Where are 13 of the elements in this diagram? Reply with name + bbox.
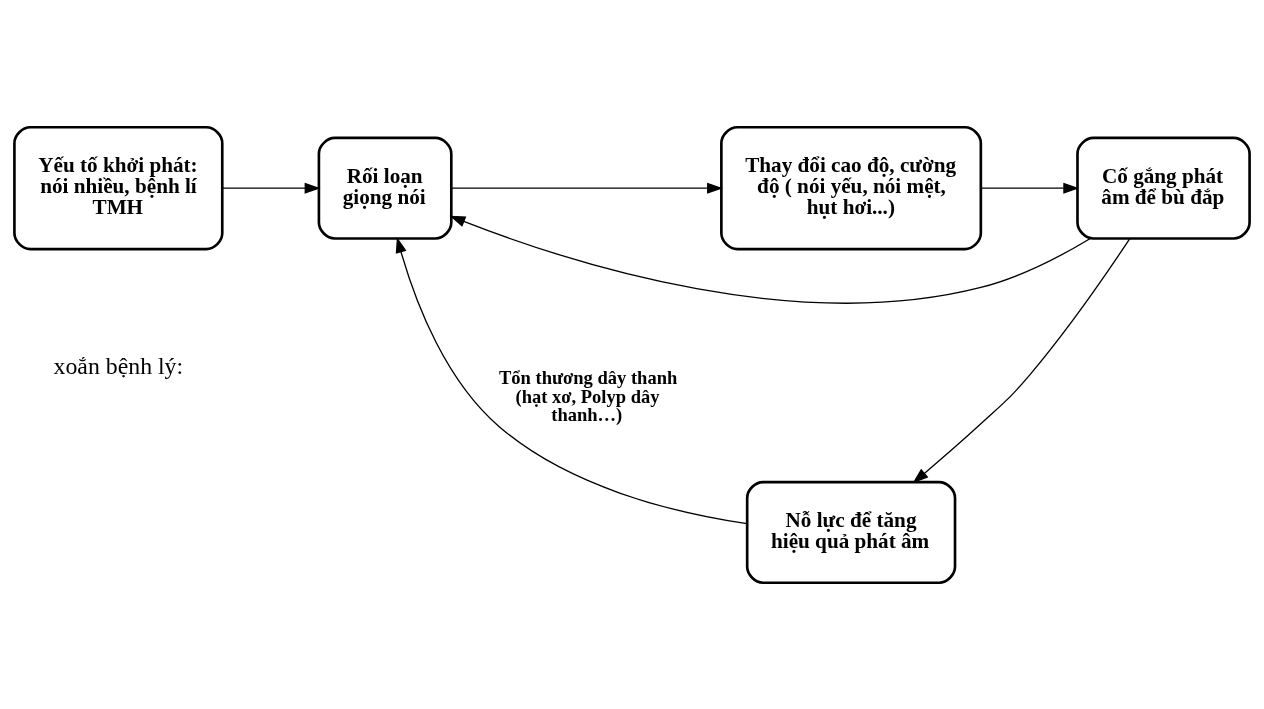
node-box: Yếu tố khởi phát: nói nhiều, bệnh lí TMH — [13, 125, 224, 250]
arrow — [395, 236, 748, 524]
node-box: Nỗ lực để tăng hiệu quả phát âm — [745, 480, 957, 584]
node-box: Cố gắng phát âm để bù đắp — [1076, 136, 1251, 240]
arrow — [221, 182, 321, 194]
node-box: Thay đổi cao độ, cường độ ( nói yếu, nói mệt, hụt hơi...) — [720, 125, 983, 250]
arrow — [449, 215, 1091, 304]
label: xoắn bệnh lý: — [53, 352, 184, 379]
arrow — [450, 182, 723, 194]
arrow — [980, 182, 1080, 194]
arrow — [912, 237, 1131, 483]
edge-label: Tổn thương dây thanh (hạt xơ, Polyp dây thanh…) — [498, 366, 678, 425]
node-box: Rối loạn giọng nói — [317, 136, 453, 240]
